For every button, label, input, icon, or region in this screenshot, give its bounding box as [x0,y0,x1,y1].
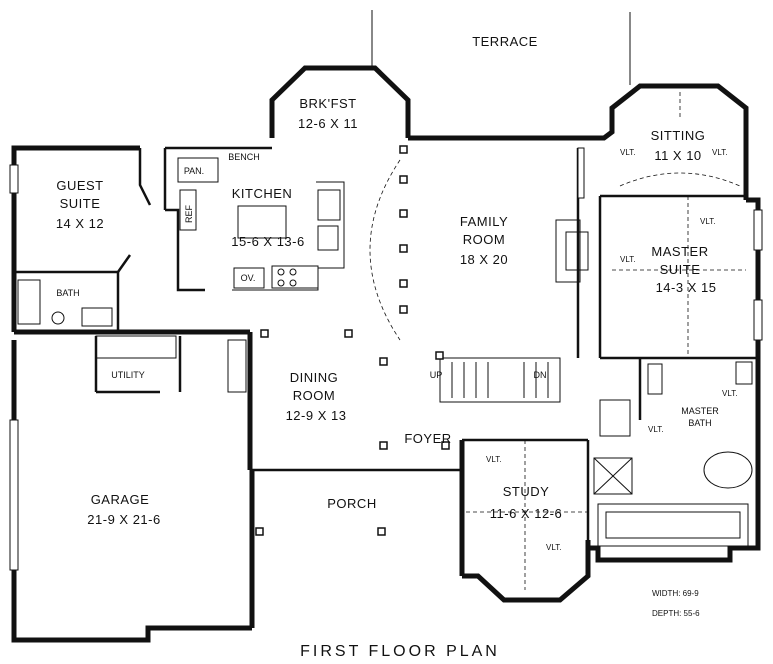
stairs-up-label: UP [430,370,443,380]
vlt-label: VLT. [620,255,635,264]
vlt-label: VLT. [700,217,715,226]
family-room-size: 18 X 20 [460,252,508,267]
foyer-label: FOYER [404,431,451,446]
master-suite-name2: SUITE [660,262,701,277]
vlt-label: VLT. [648,425,663,434]
guest-suite-name2: SUITE [60,196,101,211]
stair-treads [451,362,549,398]
study-size: 11-6 X 12-6 [490,506,562,521]
vault-labels: VLT. VLT. VLT. VLT. VLT. VLT. VLT. VLT. [486,148,737,552]
room-labels: TERRACE BRK'FST 12-6 X 11 SITTING 11 X 1… [56,34,719,527]
interior-walls [14,92,758,590]
breakfast-size: 12-6 X 11 [298,116,358,131]
stairs-down-label: DN [534,370,547,380]
dining-room-name2: ROOM [293,388,335,403]
master-bath-name2: BATH [688,418,711,428]
master-suite-name1: MASTER [651,244,708,259]
master-bath-name1: MASTER [681,406,719,416]
guest-suite-name1: GUEST [56,178,103,193]
kitchen-name: KITCHEN [232,186,293,201]
guest-suite-size: 14 X 12 [56,216,104,231]
vlt-label: VLT. [712,148,727,157]
columns [255,145,450,536]
plan-title: FIRST FLOOR PLAN [300,643,500,660]
study-name: STUDY [503,484,550,499]
sitting-size: 11 X 10 [654,148,701,163]
family-room-name1: FAMILY [460,214,508,229]
family-room-name2: ROOM [463,232,505,247]
kitchen-size: 15-6 X 13-6 [231,234,304,249]
width-note: WIDTH: 69-9 [652,589,699,598]
dining-room-name1: DINING [290,370,339,385]
breakfast-name: BRK'FST [299,96,356,111]
exterior-walls [11,65,761,643]
dining-room-size: 12-9 X 13 [286,408,347,423]
sitting-name: SITTING [651,128,706,143]
bath-label: BATH [56,288,79,298]
vlt-label: VLT. [546,543,561,552]
porch-label: PORCH [327,496,376,511]
bench-label: BENCH [228,152,260,162]
terrace-lines [371,10,631,85]
garage-size: 21-9 X 21-6 [87,512,160,527]
windows [9,147,763,571]
depth-note: DEPTH: 55-6 [652,609,700,618]
master-suite-size: 14-3 X 15 [656,280,717,295]
terrace-label: TERRACE [472,34,538,49]
vlt-label: VLT. [722,389,737,398]
garage-name: GARAGE [91,492,150,507]
vlt-label: VLT. [486,455,501,464]
ref-label: REF [184,204,194,223]
pantry-label: PAN. [184,166,204,176]
utility-label: UTILITY [111,370,145,380]
oven-label: OV. [241,273,256,283]
vlt-label: VLT. [620,148,635,157]
